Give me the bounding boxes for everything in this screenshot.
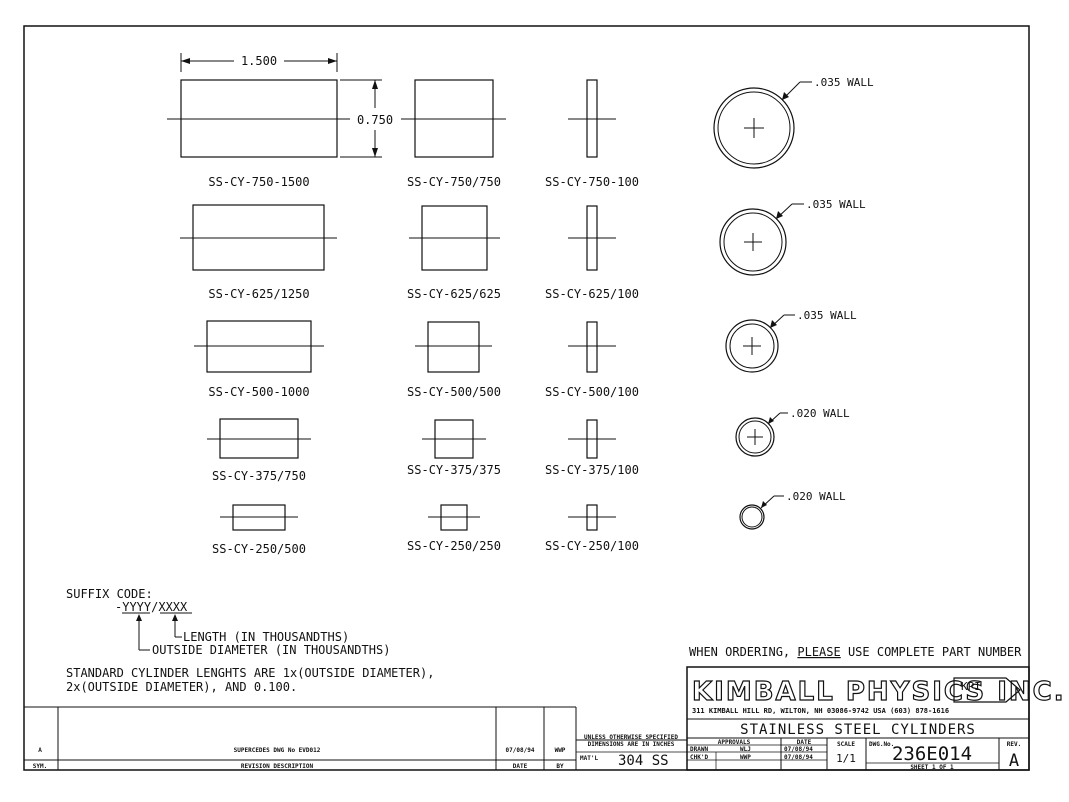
suffix-title: SUFFIX CODE:	[66, 587, 153, 601]
revision-description: SUPERCEDES DWG No EVD012	[234, 747, 321, 754]
part-label: SS-CY-500/100	[545, 385, 639, 399]
standard-note-line-2: 2x(OUTSIDE DIAMETER), AND 0.100.	[66, 680, 297, 694]
part-label: SS-CY-625/1250	[208, 287, 309, 301]
part-label: SS-CY-250/100	[545, 539, 639, 553]
length-dimension-label: 1.500	[241, 54, 277, 68]
wall-label: .035 WALL	[806, 198, 866, 211]
part-label: SS-CY-750-100	[545, 175, 639, 189]
cylinder-625-100	[568, 205, 616, 271]
cylinder-375-750	[207, 418, 311, 459]
part-label: SS-CY-500/500	[407, 385, 501, 399]
cylinder-375-100	[568, 419, 616, 459]
checked-label: CHK'D	[690, 754, 708, 761]
part-label: SS-CY-750/750	[407, 175, 501, 189]
end-view-750	[713, 81, 812, 169]
sym-header: SYM.	[33, 763, 47, 770]
length-note: LENGTH (IN THOUSANDTHS)	[183, 630, 349, 644]
cylinder-500-1000	[194, 320, 324, 373]
by-header: BY	[556, 763, 564, 770]
ordering-note: WHEN ORDERING, PLEASE USE COMPLETE PART …	[689, 645, 1022, 659]
ordering-note-after: USE COMPLETE PART NUMBER	[841, 645, 1022, 659]
title-block	[686, 666, 1030, 771]
checked-date: 07/08/94	[784, 754, 813, 761]
suffix-code: -YYYY/XXXX	[115, 600, 188, 614]
standard-note-line-1: STANDARD CYLINDER LENGHTS ARE 1x(OUTSIDE…	[66, 666, 434, 680]
material-block	[575, 707, 688, 771]
od-note: OUTSIDE DIAMETER (IN THOUSANDTHS)	[152, 643, 390, 657]
wall-label: .020 WALL	[790, 407, 850, 420]
part-label: SS-CY-375/100	[545, 463, 639, 477]
cylinder-500-100	[568, 321, 616, 373]
part-label: SS-CY-375/750	[212, 469, 306, 483]
suffix-leaders	[122, 612, 192, 651]
cylinder-250-500	[220, 504, 298, 531]
part-label: SS-CY-500-1000	[208, 385, 309, 399]
scale-label: SCALE	[837, 741, 855, 748]
wall-label: .035 WALL	[814, 76, 874, 89]
end-view-500	[725, 314, 795, 373]
revision-date: 07/08/94	[506, 747, 535, 754]
cylinder-500-500	[415, 321, 492, 373]
part-label: SS-CY-375/375	[407, 463, 501, 477]
approvals-date-header: DATE	[797, 739, 812, 746]
checked-by: WWP	[740, 754, 751, 761]
end-view-375	[735, 412, 788, 457]
company-address: 311 KIMBALL HILL RD, WILTON, NH 03086-97…	[692, 707, 949, 715]
ordering-note-please: PLEASE	[797, 645, 840, 659]
revision-description-header: REVISION DESCRIPTION	[241, 763, 314, 770]
cylinder-625-1250	[180, 204, 337, 271]
tolerance-note-2: DIMENSIONS ARE IN INCHES	[588, 741, 675, 748]
ordering-note-before: WHEN ORDERING,	[689, 645, 797, 659]
drawn-by: WLJ	[740, 746, 751, 753]
dimension-diameter: 0.750	[340, 79, 393, 158]
dwg-no-label: DWG.No.	[869, 741, 894, 748]
rev-label: REV.	[1007, 741, 1021, 748]
revision-block	[24, 706, 576, 771]
wall-label: .020 WALL	[786, 490, 846, 503]
part-label: SS-CY-625/625	[407, 287, 501, 301]
wall-label: .035 WALL	[797, 309, 857, 322]
approvals-header: APPROVALS	[718, 739, 751, 746]
material-value: 304 SS	[618, 753, 669, 769]
dimension-length: 1.500	[180, 53, 338, 72]
kpi-logo: KPI	[953, 677, 1021, 703]
drawn-label: DRAWN	[690, 746, 708, 753]
cylinder-625-625	[409, 205, 500, 271]
part-label: SS-CY-250/500	[212, 542, 306, 556]
kpi-logo-text: KPI	[961, 680, 981, 693]
cylinder-250-250	[428, 504, 480, 531]
cylinder-250-100	[568, 504, 616, 531]
dwg-no: 236E014	[892, 743, 972, 765]
part-label: SS-CY-750-1500	[208, 175, 309, 189]
part-label: SS-CY-625/100	[545, 287, 639, 301]
revision-by: WWP	[555, 747, 566, 754]
end-view-250	[739, 495, 784, 530]
diameter-dimension-label: 0.750	[357, 113, 393, 127]
part-label: SS-CY-250/250	[407, 539, 501, 553]
cylinder-375-375	[422, 419, 486, 459]
scale-value: 1/1	[836, 752, 856, 765]
cylinder-750-750	[401, 79, 506, 158]
sheet-number: SHEET 1 OF 1	[910, 764, 954, 771]
drawing-title: STAINLESS STEEL CYLINDERS	[740, 722, 976, 738]
rev-value: A	[1009, 751, 1019, 771]
end-view-625	[719, 203, 804, 276]
tolerance-note-1: UNLESS OTHERWISE SPECIFIED	[584, 734, 678, 741]
cylinder-750-1500	[167, 79, 350, 158]
material-label: MAT'L	[580, 755, 598, 762]
drawn-date: 07/08/94	[784, 746, 813, 753]
cylinder-750-100	[568, 79, 616, 158]
date-header: DATE	[513, 763, 528, 770]
revision-sym: A	[38, 747, 42, 754]
